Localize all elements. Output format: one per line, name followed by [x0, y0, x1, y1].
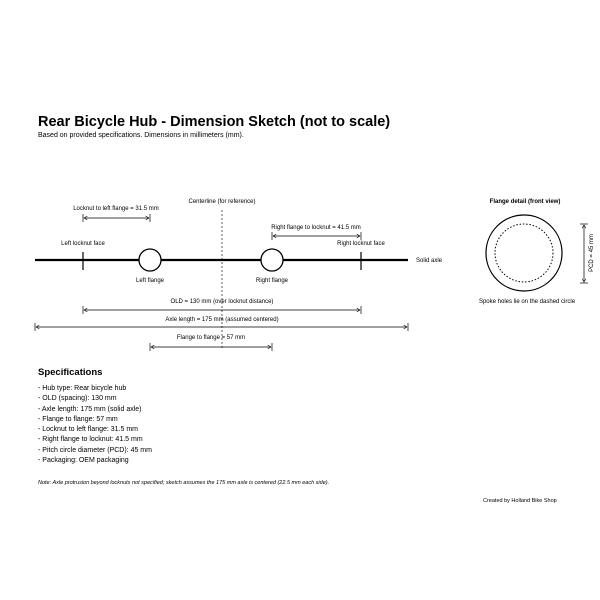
spec-item: - Right flange to locknut: 41.5 mm [38, 436, 143, 444]
dim-old-label: OLD = 130 mm (over locknut distance) [171, 299, 274, 305]
spec-item: - Locknut to left flange: 31.5 mm [38, 426, 138, 434]
right-flange [260, 248, 284, 272]
dim-flange-to-flange-label: Flange to flange = 57 mm [177, 335, 245, 341]
spec-item: - Flange to flange: 57 mm [38, 415, 118, 423]
specifications-title: Specifications [38, 367, 103, 378]
pcd-label: PCD = 45 mm [589, 234, 595, 272]
flange-outline [485, 214, 563, 292]
flange-detail-caption: Spoke holes lie on the dashed circle [479, 299, 576, 305]
solid-axle-label: Solid axle [416, 258, 443, 264]
note: Note: Axle protrusion beyond locknuts no… [38, 480, 330, 486]
left-flange [138, 248, 162, 272]
dim-axle-length-label: Axle length = 175 mm (assumed centered) [165, 317, 278, 323]
dim-right-flange-locknut-label: Right flange to locknut = 41.5 mm [271, 225, 361, 231]
subtitle: Based on provided specifications. Dimens… [38, 132, 244, 139]
right-locknut-label: Right locknut face [337, 241, 385, 247]
spec-item: - Hub type: Rear bicycle hub [38, 385, 127, 392]
spec-item: - Axle length: 175 mm (solid axle) [38, 405, 142, 413]
dim-locknut-left-flange-label: Locknut to left flange = 31.5 mm [73, 206, 159, 212]
centerline-label: Centerline (for reference) [188, 199, 255, 205]
right-flange-label: Right flange [256, 278, 289, 284]
spec-item: - OLD (spacing): 130 mm [38, 395, 117, 403]
specifications-list: - Hub type: Rear bicycle hub - OLD (spac… [38, 384, 152, 466]
flange-detail-title: Flange detail (front view) [490, 199, 561, 205]
spec-item: - Packaging: OEM packaging [38, 457, 129, 465]
spec-item: - Pitch circle diameter (PCD): 45 mm [38, 446, 152, 454]
left-locknut-label: Left locknut face [61, 241, 105, 247]
left-flange-label: Left flange [136, 278, 165, 284]
pitch-circle [494, 223, 554, 283]
credit: Created by Holland Bike Shop [483, 498, 557, 504]
page-title: Rear Bicycle Hub - Dimension Sketch (not… [38, 114, 391, 130]
